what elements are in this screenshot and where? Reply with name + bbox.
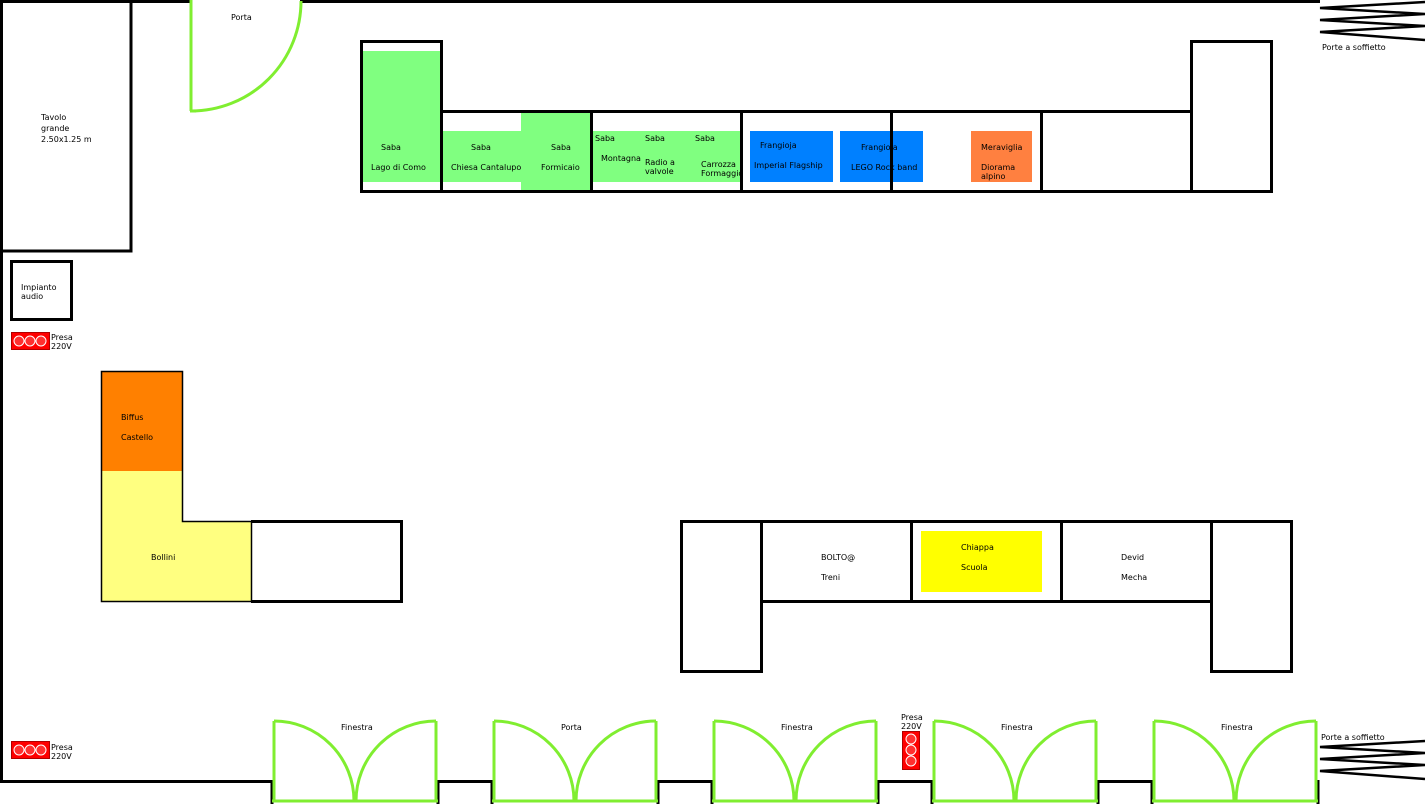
exhibit-frangioja-lego-title: LEGO Rock band bbox=[851, 163, 917, 172]
power-outlet-left-lower-volt: 220V bbox=[51, 752, 72, 761]
table-meraviglia-fill bbox=[971, 131, 1032, 182]
exhibit-biffus-title: Castello bbox=[121, 433, 153, 442]
exhibit-saba-lago-author: Saba bbox=[381, 143, 401, 152]
bottom-door bbox=[492, 719, 658, 803]
exhibit-saba-chiesa-author: Saba bbox=[471, 143, 491, 152]
exhibit-frangioja-imperial-author: Frangioja bbox=[760, 141, 797, 150]
top-tables-fills bbox=[361, 51, 1032, 192]
exhibit-saba-formicaio-author: Saba bbox=[551, 143, 571, 152]
audio-system-label-2: audio bbox=[21, 292, 43, 301]
power-outlet-left-upper: Presa 220V bbox=[11, 332, 73, 351]
window-4 bbox=[1152, 719, 1318, 803]
folding-door-bottom-label: Porte a soffietto bbox=[1321, 733, 1385, 742]
table-frangioja-imperial-fill bbox=[750, 131, 833, 182]
table-bollini-fill bbox=[101, 471, 251, 601]
audio-system: Impianto audio bbox=[10, 260, 73, 321]
power-outlet-bottom-label: Presa bbox=[901, 713, 923, 722]
big-table: Tavolo grande 2.50x1.25 m bbox=[2, 2, 133, 253]
big-table-label-3: 2.50x1.25 m bbox=[41, 135, 92, 144]
power-outlet-bottom: Presa 220V bbox=[901, 713, 923, 770]
window-2-label: Finestra bbox=[781, 723, 813, 732]
exhibit-meraviglia-title-1: Diorama bbox=[981, 163, 1015, 172]
window-3 bbox=[932, 719, 1098, 803]
room-walls bbox=[0, 0, 1320, 804]
exhibit-saba-montagna-title: Montagna bbox=[601, 154, 641, 163]
exhibit-saba-formicaio-title: Formicaio bbox=[541, 163, 580, 172]
exhibit-devid-title: Mecha bbox=[1121, 573, 1147, 582]
exhibit-saba-radio-author: Saba bbox=[645, 134, 665, 143]
exhibit-devid-author: Devid bbox=[1121, 553, 1144, 562]
power-outlet-left-upper-label: Presa bbox=[51, 333, 73, 342]
exhibit-bolto-title: Treni bbox=[820, 573, 840, 582]
exhibit-bolto-author: BOLTO@ bbox=[821, 553, 855, 562]
power-outlet-bottom-volt: 220V bbox=[901, 722, 922, 731]
exhibit-chiappa-author: Chiappa bbox=[961, 543, 994, 552]
power-outlet-left-upper-volt: 220V bbox=[51, 342, 72, 351]
folding-door-bottom bbox=[1319, 739, 1425, 781]
exhibit-saba-montagna-author: Saba bbox=[595, 134, 615, 143]
audio-system-label-1: Impianto bbox=[21, 283, 57, 292]
window-1-label: Finestra bbox=[341, 723, 373, 732]
exhibit-meraviglia-title-2: alpino bbox=[981, 172, 1005, 181]
exhibit-saba-radio-title-2: valvole bbox=[645, 167, 674, 176]
folding-door-top bbox=[1319, 0, 1425, 42]
big-table-label-2: grande bbox=[41, 124, 69, 133]
power-outlet-left-lower: Presa 220V bbox=[11, 741, 73, 761]
exhibit-saba-carrozza-author: Saba bbox=[695, 134, 715, 143]
big-table-label-1: Tavolo bbox=[40, 113, 66, 122]
table-biffus-fill bbox=[101, 371, 182, 471]
exhibit-chiappa-title: Scuola bbox=[961, 563, 988, 572]
exhibit-saba-carrozza-title-1: Carrozza bbox=[701, 160, 736, 169]
bottom-door-label: Porta bbox=[561, 723, 582, 732]
bottom-tables bbox=[680, 520, 1293, 673]
table-saba-lago-fill bbox=[361, 51, 442, 182]
folding-door-top-label: Porte a soffietto bbox=[1322, 43, 1386, 52]
top-door-label: Porta bbox=[231, 13, 252, 22]
left-tables bbox=[100, 370, 403, 603]
window-2 bbox=[712, 719, 878, 803]
top-tables-outline bbox=[360, 40, 1273, 193]
exhibit-saba-radio-title-1: Radio a bbox=[645, 158, 675, 167]
table-saba-formicaio-fill bbox=[521, 111, 591, 192]
exhibit-bollini-author: Bollini bbox=[151, 553, 175, 562]
power-outlet-left-lower-label: Presa bbox=[51, 743, 73, 752]
top-door bbox=[189, 0, 303, 113]
window-3-label: Finestra bbox=[1001, 723, 1033, 732]
table-saba-chiesa-fill bbox=[442, 131, 522, 182]
exhibit-frangioja-lego-author: Frangioja bbox=[861, 143, 898, 152]
exhibit-frangioja-imperial-title: Imperial Flagship bbox=[754, 161, 823, 170]
table-saba-group-fill bbox=[592, 131, 742, 182]
exhibit-meraviglia-author: Meraviglia bbox=[981, 143, 1022, 152]
window-1 bbox=[272, 719, 438, 803]
exhibit-saba-chiesa-title: Chiesa Cantalupo bbox=[451, 163, 521, 172]
window-4-label: Finestra bbox=[1221, 723, 1253, 732]
exhibit-biffus-author: Biffus bbox=[121, 413, 143, 422]
exhibit-saba-lago-title: Lago di Como bbox=[371, 163, 426, 172]
table-frangioja-lego-fill bbox=[840, 131, 923, 182]
table-chiappa-fill bbox=[921, 531, 1042, 592]
exhibit-saba-carrozza-title-2: Formaggio bbox=[701, 169, 743, 178]
